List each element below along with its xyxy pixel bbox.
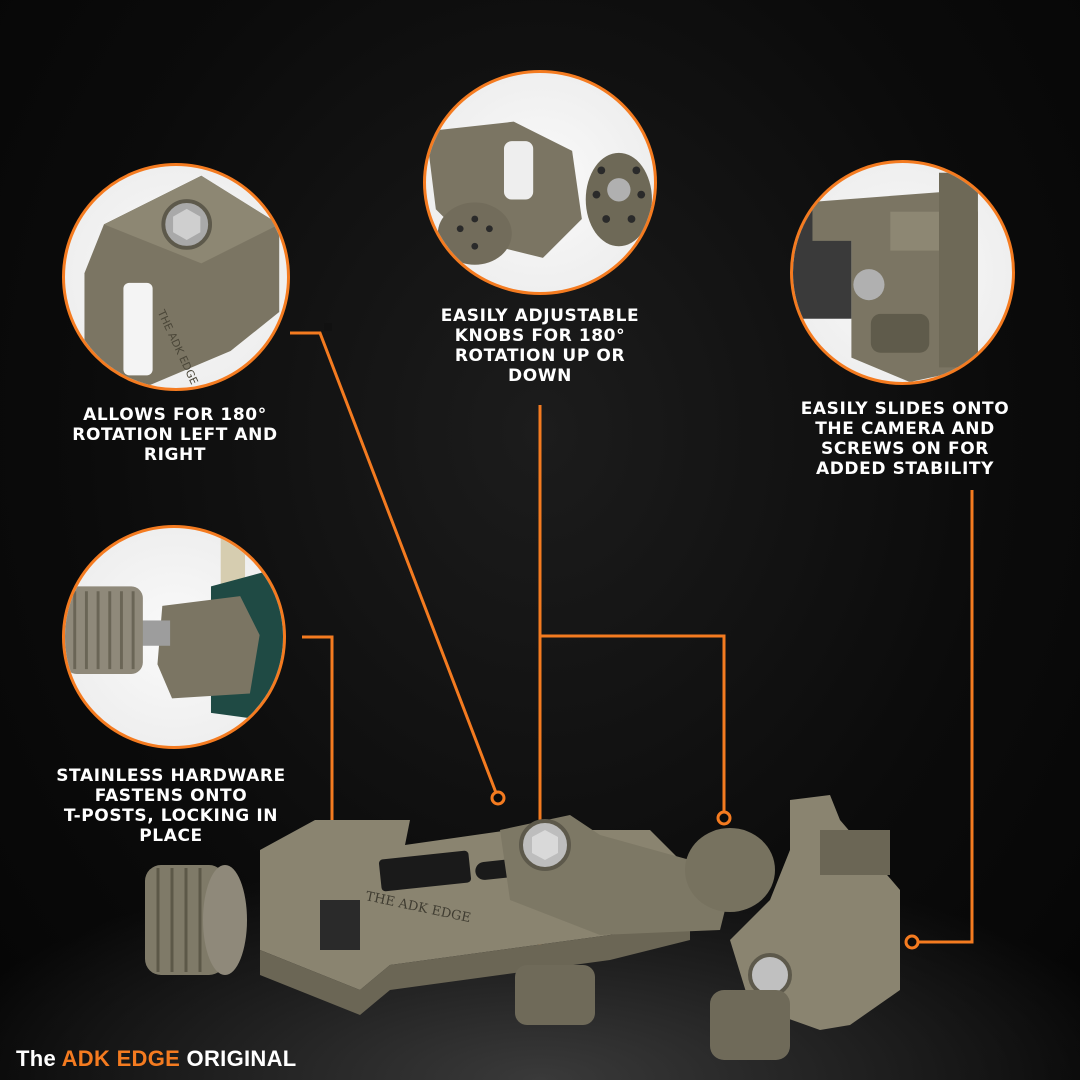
caption-stainless-hardware: STAINLESS HARDWARE FASTENS ONTO T-POSTS,… [56,766,286,846]
lower-right-knob [710,990,790,1060]
brand-suffix: ORIGINAL [180,1046,297,1071]
caption-slides-onto-camera: EASILY SLIDES ONTO THE CAMERA AND SCREWS… [800,399,1010,479]
brand-tagline: The ADK EDGE ORIGINAL [16,1046,297,1072]
detail-bubble-rotation: THE ADK EDGE [62,163,290,391]
leader-line-rotation [290,331,500,799]
caption-adjustable-knobs: EASILY ADJUSTABLE KNOBS FOR 180° ROTATIO… [440,306,640,386]
detail-bubble-knobs [423,70,657,295]
hardware-detail-image [65,528,283,723]
detail-bubble-slides [790,160,1015,385]
rotation-detail-image: THE ADK EDGE [84,175,280,388]
detail-bubble-hardware [62,525,286,749]
product-mount-illustration: THE ADK EDGE [145,795,900,1060]
knobs-detail-image [426,121,652,265]
brand-prefix: The [16,1046,62,1071]
slides-detail-image [793,172,978,382]
caption-rotation-left-right: ALLOWS FOR 180° ROTATION LEFT AND RIGHT [72,405,278,465]
brand-name: ADK EDGE [61,1046,181,1071]
bottom-knob [515,965,595,1025]
right-knob [685,828,775,912]
